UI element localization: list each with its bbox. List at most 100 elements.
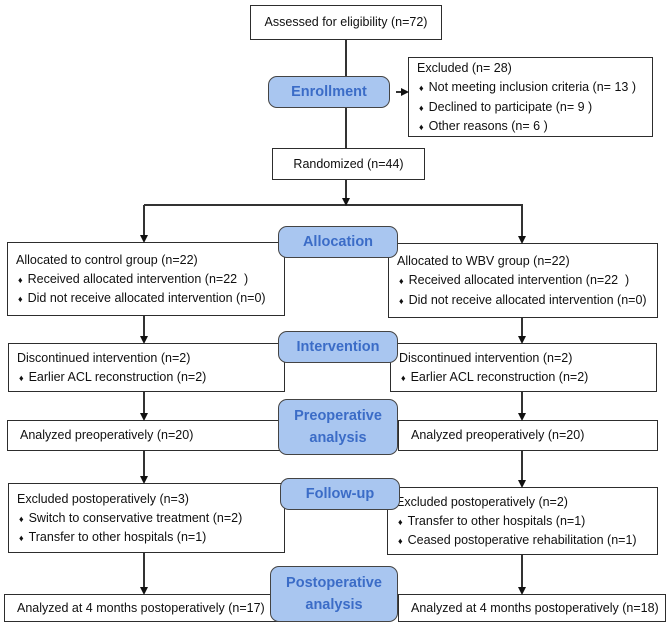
arrow-randomized-to-branch [342,180,351,206]
list-item: ♦ Received allocated intervention (n=22 ) [397,272,651,288]
list-item-text: Did not receive allocated intervention (… [27,291,266,306]
bullet-diamond-icon: ♦ [419,121,424,132]
stage-label-intervention: Intervention [278,331,398,363]
bullet-diamond-icon: ♦ [419,83,424,94]
box-randomized-text: Randomized (n=44) [293,156,404,171]
arrow-enrollment-to-excluded [396,88,409,97]
stage-label-preoperative-analysis: Preoperative analysis [278,399,398,455]
list-item: ♦ Earlier ACL reconstruction (n=2) [399,369,650,385]
arrowhead-icon [140,235,148,243]
box-followup-left-title: Excluded postoperatively (n=3) [17,491,189,506]
stage-label-followup-text: Follow-up [305,485,375,502]
arrow-branch-to-allocation-left [140,205,149,243]
bullet-diamond-icon: ♦ [399,276,404,287]
bullet-diamond-icon: ♦ [19,533,24,544]
box-postop-right: Analyzed at 4 months postoperatively (n=… [398,594,666,622]
bullet-diamond-icon: ♦ [19,373,24,383]
bullet-diamond-icon: ♦ [401,373,406,383]
list-item-text: Received allocated intervention (n=22 ) [27,271,249,286]
box-postop-left-text: Analyzed at 4 months postoperatively (n=… [17,600,265,615]
stage-label-followup: Follow-up [280,478,400,510]
arrowhead-icon [518,236,526,244]
box-allocation-wbv-title: Allocated to WBV group (n=22) [397,254,570,269]
list-item: ♦ Earlier ACL reconstruction (n=2) [17,369,278,385]
arrow-intervention-to-preop-left [140,392,149,421]
arrow-allocation-to-intervention-right [518,318,527,344]
box-intervention-left: Discontinued intervention (n=2) ♦ Earlier… [8,343,285,392]
stage-label-preoperative-line2: analysis [309,430,367,446]
list-item-text: Did not receive allocated intervention (… [408,292,647,307]
list-item-text: Declined to participate (n= 9 ) [428,99,593,114]
box-followup-left: Excluded postoperatively (n=3) ♦ Switch t… [8,483,285,553]
box-followup-right: Excluded postoperatively (n=2) ♦ Transfer… [387,487,658,555]
arrow-branch-to-allocation-right [518,205,527,244]
arrowhead-icon [140,476,148,484]
stage-label-postoperative-line2: analysis [305,597,363,613]
arrowhead-icon [342,198,350,206]
box-assessed-text: Assessed for eligibility (n=72) [264,15,428,30]
bullet-diamond-icon: ♦ [18,274,23,285]
stage-label-enrollment-text: Enrollment [291,83,367,100]
bullet-diamond-icon: ♦ [398,516,403,527]
arrowhead-icon [518,480,526,488]
stage-label-intervention-text: Intervention [296,338,380,355]
list-item-text: Other reasons (n= 6 ) [428,118,548,133]
list-item: ♦ Received allocated intervention (n=22 ) [16,271,278,287]
box-preop-right-text: Analyzed preoperatively (n=20) [411,428,585,443]
box-intervention-right: Discontinued intervention (n=2) ♦Earlier… [390,343,657,392]
box-preop-left-text: Analyzed preoperatively (n=20) [20,428,194,443]
box-randomized: Randomized (n=44) [272,148,425,180]
bullet-diamond-icon: ♦ [18,294,23,305]
arrowhead-icon [140,413,148,421]
box-excluded-enrollment: Excluded (n= 28) ♦ Not meeting inclusion … [408,57,653,137]
stage-label-enrollment: Enrollment [268,76,390,108]
list-item: ♦ Declined to participate (n= 9 ) [417,99,646,115]
arrow-followup-to-postop-right [518,555,527,595]
stage-label-preoperative-line1: Preoperative [294,407,382,424]
stage-label-postoperative-analysis: Postoperative analysis [270,566,398,622]
list-item-text: Earlier ACL reconstruction (n=2) [410,370,589,384]
box-intervention-left-title: Discontinued intervention (n=2) [17,350,191,365]
list-item-text: Transfer to other hospitals (n=1) [28,530,207,545]
box-postop-right-text: Analyzed at 4 months postoperatively (n=… [411,600,659,615]
list-item: ♦ Other reasons (n= 6 ) [417,118,646,134]
stage-label-postoperative-line1: Postoperative [286,574,382,591]
bullet-diamond-icon: ♦ [399,295,404,306]
list-item: ♦ Not meeting inclusion criteria (n= 13 ) [417,79,646,95]
box-allocation-wbv: Allocated to WBV group (n=22) ♦ Received … [388,243,658,318]
list-item-text: Not meeting inclusion criteria (n= 13 ) [428,80,636,95]
list-item: ♦ Ceased postoperative rehabilitation (n=… [396,532,651,548]
bullet-diamond-icon: ♦ [398,536,403,547]
arrow-allocation-to-intervention-left [140,316,149,344]
box-assessed-eligibility: Assessed for eligibility (n=72) [250,5,442,40]
arrowhead-icon [401,88,409,96]
arrow-preop-to-followup-left [140,451,149,484]
box-preop-right: Analyzed preoperatively (n=20) [398,420,658,451]
box-allocation-control: Allocated to control group (n=22) ♦ Recei… [7,242,285,316]
arrowhead-icon [140,587,148,595]
list-item: ♦ Did not receive allocated intervention … [397,292,651,308]
box-allocation-control-title: Allocated to control group (n=22) [16,252,198,267]
list-item: ♦ Transfer to other hospitals (n=1) [17,529,278,545]
box-excluded-title: Excluded (n= 28) [417,61,512,75]
bullet-diamond-icon: ♦ [419,102,424,113]
list-item: ♦ Transfer to other hospitals (n=1) [396,513,651,529]
list-item-text: Ceased postoperative rehabilitation (n=1… [407,533,637,548]
list-item: ♦ Switch to conservative treatment (n=2) [17,510,278,526]
arrowhead-icon [140,336,148,344]
list-item-text: Transfer to other hospitals (n=1) [407,513,586,528]
bullet-diamond-icon: ♦ [19,513,24,524]
arrowhead-icon [518,413,526,421]
stage-label-allocation-text: Allocation [302,233,374,250]
list-item-text: Switch to conservative treatment (n=2) [28,510,243,525]
list-item: ♦ Did not receive allocated intervention … [16,290,278,306]
arrow-followup-to-postop-left [140,553,149,595]
stage-label-allocation: Allocation [278,226,398,258]
box-followup-right-title: Excluded postoperatively (n=2) [396,494,568,509]
arrowhead-icon [518,336,526,344]
list-item-text: Earlier ACL reconstruction (n=2) [28,370,207,384]
arrowhead-icon [518,587,526,595]
list-item-text: Received allocated intervention (n=22 ) [408,273,630,288]
arrow-intervention-to-preop-right [518,392,527,421]
